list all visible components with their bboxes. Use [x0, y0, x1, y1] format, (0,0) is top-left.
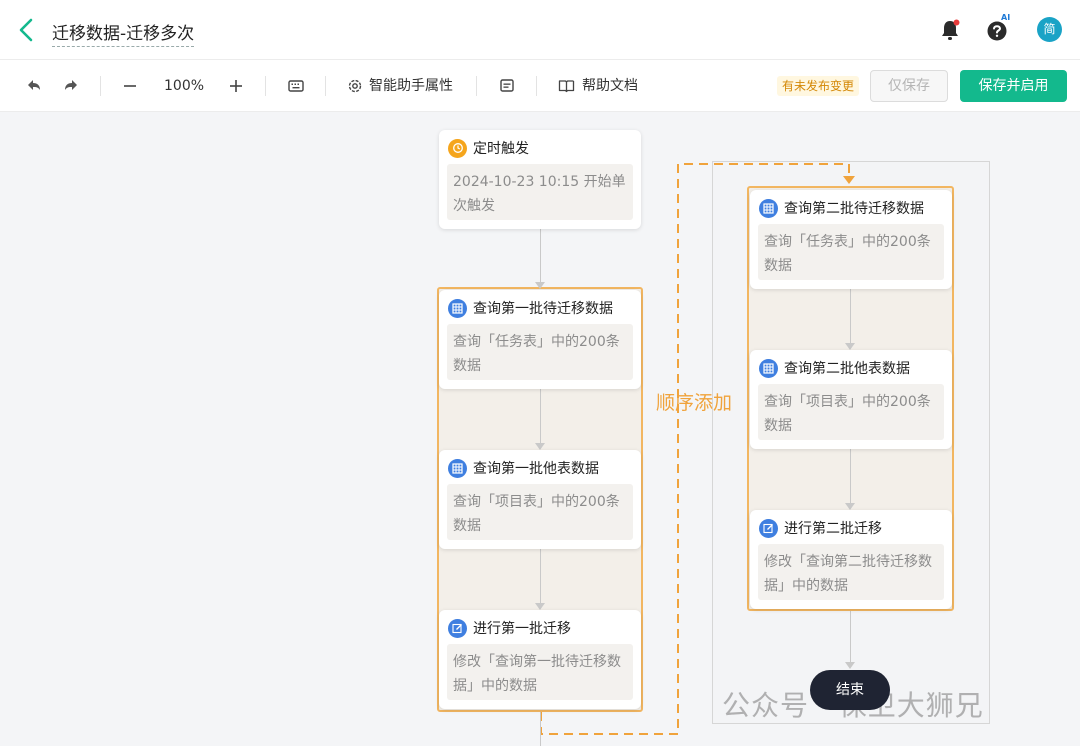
connector: [850, 289, 851, 344]
node-title: 查询第二批待迁移数据: [784, 201, 924, 217]
connector: [540, 229, 541, 283]
connector: [850, 449, 851, 504]
arrow-head: [845, 503, 855, 510]
help-icon: [987, 21, 1007, 41]
connector: [850, 611, 851, 663]
toolbar-divider: [325, 76, 326, 96]
table-icon: [759, 358, 778, 378]
node-description: 修改「查询第二批待迁移数据」中的数据: [758, 544, 944, 600]
query-second-batch-node[interactable]: 查询第二批待迁移数据 查询「任务表」中的200条数据: [750, 190, 952, 289]
sequence-add-label: 顺序添加: [656, 392, 733, 414]
minus-icon[interactable]: [120, 76, 140, 96]
toolbar-divider: [265, 76, 266, 96]
arrow-head: [535, 282, 545, 289]
node-title: 查询第一批待迁移数据: [473, 301, 613, 317]
avatar[interactable]: 简: [1037, 17, 1062, 42]
save-only-button[interactable]: 仅保存: [870, 70, 948, 102]
bell-icon[interactable]: [937, 17, 963, 43]
node-header: 查询第二批他表数据: [759, 358, 910, 378]
trigger-node[interactable]: 定时触发 2024-10-23 10:15 开始单次触发: [439, 130, 641, 229]
arrow-head: [535, 443, 545, 450]
back-chevron-icon[interactable]: [14, 16, 40, 44]
node-title: 查询第二批他表数据: [784, 361, 910, 377]
node-title: 查询第一批他表数据: [473, 461, 599, 477]
connector: [540, 549, 541, 604]
arrow-head: [845, 343, 855, 350]
gear-icon: [348, 79, 362, 93]
table-icon: [448, 298, 467, 318]
migrate-first-batch-node[interactable]: 进行第一批迁移 修改「查询第一批待迁移数据」中的数据: [439, 610, 641, 709]
toolbar-divider: [536, 76, 537, 96]
node-header: 定时触发: [448, 138, 529, 158]
node-description: 查询「任务表」中的200条数据: [758, 224, 944, 280]
edit-icon: [759, 518, 778, 538]
connector: [540, 712, 541, 746]
clock-icon: [448, 138, 467, 158]
node-description: 查询「任务表」中的200条数据: [447, 324, 633, 380]
node-description: 查询「项目表」中的200条数据: [758, 384, 944, 440]
table-icon: [759, 198, 778, 218]
unpublished-changes-badge: 有未发布变更: [777, 76, 860, 96]
redo-icon[interactable]: [61, 76, 81, 96]
toolbar-divider: [476, 76, 477, 96]
assistant-properties-label: 智能助手属性: [369, 78, 453, 94]
node-description: 修改「查询第一批待迁移数据」中的数据: [447, 644, 633, 700]
node-title: 定时触发: [473, 141, 529, 157]
node-description: 查询「项目表」中的200条数据: [447, 484, 633, 540]
comment-icon[interactable]: [497, 76, 517, 96]
node-header: 进行第二批迁移: [759, 518, 882, 538]
end-node[interactable]: 结束: [810, 670, 890, 710]
edit-icon: [448, 618, 467, 638]
page-title[interactable]: 迁移数据-迁移多次: [52, 19, 195, 47]
node-header: 进行第一批迁移: [448, 618, 571, 638]
arrow-head: [845, 662, 855, 669]
book-icon: [558, 80, 575, 93]
node-title: 进行第二批迁移: [784, 521, 882, 537]
save-and-enable-button[interactable]: 保存并启用: [960, 70, 1067, 102]
query-first-other-table-node[interactable]: 查询第一批他表数据 查询「项目表」中的200条数据: [439, 450, 641, 549]
node-title: 进行第一批迁移: [473, 621, 571, 637]
help-docs-button[interactable]: 帮助文档: [558, 72, 638, 100]
node-description: 2024-10-23 10:15 开始单次触发: [447, 164, 633, 220]
help-docs-label: 帮助文档: [582, 78, 638, 94]
header-bar: 迁移数据-迁移多次 AI 简: [0, 0, 1080, 60]
keyboard-icon[interactable]: [286, 76, 306, 96]
assistant-properties-button[interactable]: 智能助手属性: [347, 72, 453, 100]
zoom-level: 100%: [164, 78, 205, 94]
node-header: 查询第二批待迁移数据: [759, 198, 924, 218]
table-icon: [448, 458, 467, 478]
arrow-head: [535, 603, 545, 610]
query-second-other-table-node[interactable]: 查询第二批他表数据 查询「项目表」中的200条数据: [750, 350, 952, 449]
plus-icon[interactable]: [226, 76, 246, 96]
toolbar-divider: [100, 76, 101, 96]
node-header: 查询第一批待迁移数据: [448, 298, 613, 318]
query-first-batch-node[interactable]: 查询第一批待迁移数据 查询「任务表」中的200条数据: [439, 290, 641, 389]
undo-icon[interactable]: [24, 76, 44, 96]
connector: [540, 389, 541, 444]
node-header: 查询第一批他表数据: [448, 458, 599, 478]
help-ai-button[interactable]: AI: [985, 13, 1011, 43]
migrate-second-batch-node[interactable]: 进行第二批迁移 修改「查询第二批待迁移数据」中的数据: [750, 510, 952, 609]
ai-badge: AI: [1001, 13, 1011, 22]
